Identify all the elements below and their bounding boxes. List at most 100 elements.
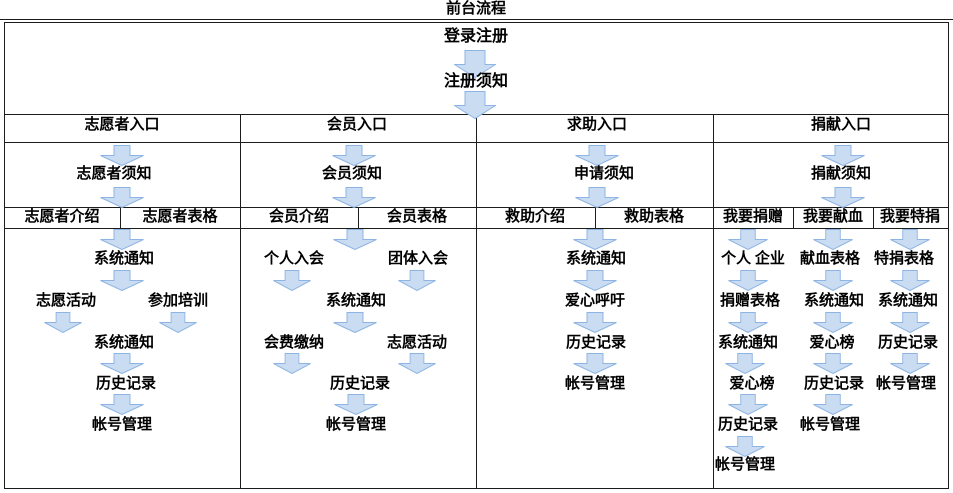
down-arrow-icon (334, 394, 378, 415)
column-header-help: 求助入口 (566, 117, 628, 133)
flow-node: 系统通知 (325, 293, 387, 309)
subheader-donate-blood: 我要献血 (802, 209, 864, 225)
down-arrow-icon (813, 270, 853, 291)
flow-node: 系统通知 (565, 251, 627, 267)
subheader-rescue-form: 救助表格 (623, 209, 685, 225)
flow-node: 爱心呼吁 (564, 293, 626, 309)
down-arrow-icon (332, 145, 376, 166)
down-arrow-icon (890, 270, 930, 291)
down-arrow-icon (813, 229, 853, 250)
grid-line-v (873, 207, 874, 228)
down-arrow-icon (890, 353, 930, 374)
subheader-volunteer-intro: 志愿者介绍 (24, 209, 100, 225)
grid-line-v (595, 207, 596, 228)
down-arrow-icon (159, 312, 197, 333)
down-arrow-icon (813, 394, 853, 415)
column-header-member: 会员入口 (326, 117, 388, 133)
flow-node: 帐号管理 (325, 417, 387, 433)
down-arrow-icon (100, 394, 144, 415)
down-arrow-icon (813, 353, 853, 374)
down-arrow-icon (273, 270, 311, 291)
flow-node: 历史记录 (95, 376, 157, 392)
flow-node: 历史记录 (329, 376, 391, 392)
flow-node: 个人入会 (263, 251, 325, 267)
down-arrow-icon (821, 187, 865, 208)
down-arrow-icon (725, 436, 765, 457)
column-header-volunteer: 志愿者入口 (84, 117, 160, 133)
subheader-donate-special: 我要特捐 (879, 209, 941, 225)
down-arrow-icon (573, 312, 617, 333)
flow-node: 参加培训 (147, 293, 209, 309)
down-arrow-icon (100, 353, 144, 374)
flow-node: 个人 企业 (721, 251, 785, 267)
flow-node: 帐号管理 (564, 376, 626, 392)
down-arrow-icon (728, 270, 768, 291)
down-arrow-icon (100, 229, 144, 250)
flow-node: 系统通知 (717, 335, 779, 351)
flow-node: 志愿活动 (35, 293, 97, 309)
column-header-donate: 捐献入口 (810, 117, 872, 133)
down-arrow-icon (333, 312, 377, 333)
flow-node: 献血表格 (799, 251, 861, 267)
grid-line-v (358, 207, 359, 228)
flow-node: 历史记录 (565, 335, 627, 351)
grid-line-v (793, 207, 794, 228)
flow-node: 历史记录 (877, 335, 939, 351)
down-arrow-icon (100, 187, 144, 208)
grid-line-v (240, 114, 241, 488)
node-donate-notice: 捐献须知 (810, 166, 872, 182)
down-arrow-icon (890, 312, 930, 333)
flow-node: 团体入会 (387, 251, 449, 267)
down-arrow-icon (728, 229, 768, 250)
down-arrow-icon (725, 353, 765, 374)
flow-node: 爱心榜 (729, 376, 775, 392)
down-arrow-icon (100, 145, 144, 166)
down-arrow-icon (573, 229, 617, 250)
table-outer-border (4, 22, 949, 489)
grid-line-v (120, 207, 121, 228)
down-arrow-icon (573, 353, 617, 374)
node-login-register: 登录注册 (443, 28, 509, 45)
grid-line-v (713, 114, 714, 488)
flow-node: 系统通知 (93, 335, 155, 351)
node-volunteer-notice: 志愿者须知 (76, 166, 152, 182)
down-arrow-icon (890, 229, 930, 250)
flow-node: 历史记录 (803, 376, 865, 392)
flow-node: 系统通知 (803, 293, 865, 309)
subheader-member-intro: 会员介绍 (268, 209, 330, 225)
down-arrow-icon (273, 353, 311, 374)
flow-node: 系统通知 (93, 251, 155, 267)
flow-node: 捐赠表格 (719, 293, 781, 309)
flow-node: 爱心榜 (809, 335, 855, 351)
subheader-member-form: 会员表格 (386, 209, 448, 225)
page-title: 前台流程 (445, 1, 507, 17)
down-arrow-icon (813, 312, 853, 333)
grid-line-v (476, 114, 477, 488)
node-register-notice: 注册须知 (443, 73, 509, 90)
down-arrow-icon (728, 312, 768, 333)
down-arrow-icon (728, 394, 768, 415)
flow-node: 帐号管理 (91, 417, 153, 433)
subheader-rescue-intro: 救助介绍 (504, 209, 566, 225)
down-arrow-icon (100, 270, 144, 291)
node-apply-notice: 申请须知 (573, 166, 635, 182)
down-arrow-icon (333, 229, 377, 250)
flow-node: 志愿活动 (386, 335, 448, 351)
subheader-donate-goods: 我要捐赠 (722, 209, 784, 225)
flow-node: 会费缴纳 (263, 335, 325, 351)
flow-node: 历史记录 (717, 417, 779, 433)
down-arrow-icon (44, 312, 82, 333)
flow-node: 特捐表格 (873, 251, 935, 267)
node-member-notice: 会员须知 (321, 166, 383, 182)
down-arrow-icon (573, 270, 617, 291)
down-arrow-icon (398, 353, 436, 374)
down-arrow-icon (575, 145, 619, 166)
down-arrow-icon (454, 91, 496, 119)
down-arrow-icon (575, 187, 619, 208)
title-underline (0, 19, 953, 20)
down-arrow-icon (821, 145, 865, 166)
down-arrow-icon (332, 187, 376, 208)
flow-node: 帐号管理 (799, 417, 861, 433)
flow-node: 系统通知 (877, 293, 939, 309)
